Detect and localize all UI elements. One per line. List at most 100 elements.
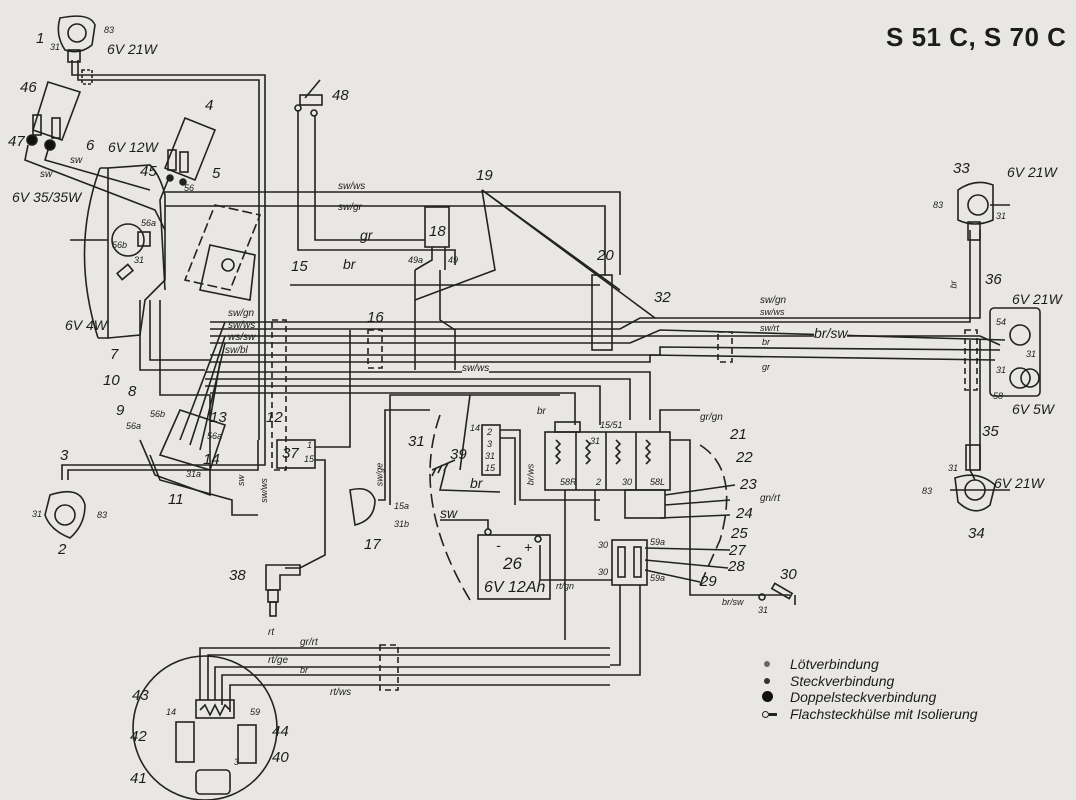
wire-label: sw bbox=[70, 155, 83, 166]
model-title: S 51 C, S 70 C bbox=[886, 22, 1067, 52]
label-43: 43 bbox=[132, 687, 149, 704]
label-32: 32 bbox=[654, 289, 671, 306]
terminal: 30 bbox=[598, 567, 609, 577]
flat-socket-icon bbox=[760, 708, 790, 720]
turn-lamp-33 bbox=[957, 181, 1010, 241]
tail-lamp-36 bbox=[989, 307, 1041, 397]
plug-dot-icon bbox=[760, 675, 790, 687]
terminal: 31a bbox=[186, 469, 202, 479]
label-26: 26 bbox=[503, 554, 522, 573]
label-42: 42 bbox=[130, 728, 147, 745]
terminal: 15 bbox=[304, 454, 315, 464]
wire-label: sw/gn bbox=[228, 308, 255, 319]
legend-item-double-plug: Doppelsteckverbindung bbox=[760, 689, 978, 706]
rating-brake: 6V 21W bbox=[1012, 291, 1062, 307]
label-44: 44 bbox=[272, 723, 289, 740]
terminal: 31 bbox=[996, 365, 1007, 375]
double-plug-icon bbox=[760, 691, 790, 703]
battery-plus: + bbox=[524, 539, 533, 555]
wire-label: sw/gn bbox=[760, 295, 787, 306]
terminal: 83 bbox=[97, 510, 108, 520]
terminal: 31b bbox=[394, 519, 410, 529]
wire-label: br bbox=[537, 406, 546, 417]
terminal: 1 bbox=[307, 440, 313, 450]
terminal: 83 bbox=[922, 486, 933, 496]
label-21: 21 bbox=[730, 426, 747, 443]
wire-label: sw/rt bbox=[760, 323, 779, 333]
label-22: 22 bbox=[736, 449, 753, 466]
terminal: 31 bbox=[32, 509, 43, 519]
terminal: 56b bbox=[112, 240, 128, 250]
terminal: 15 bbox=[485, 463, 496, 473]
label-13: 13 bbox=[210, 409, 227, 426]
terminal: 2 bbox=[487, 427, 493, 437]
terminal: 2 bbox=[596, 477, 602, 487]
rating-speedo: 6V 12W bbox=[108, 139, 158, 155]
rating-lamp-1: 6V 21W bbox=[107, 41, 157, 57]
terminal: 30 bbox=[622, 477, 633, 487]
terminal: 31 bbox=[50, 42, 61, 52]
terminal: 31 bbox=[996, 211, 1007, 221]
battery-minus: - bbox=[496, 537, 501, 553]
spark-plug-cap-38 bbox=[265, 564, 301, 617]
wire-label: rt/ge bbox=[268, 655, 289, 666]
label-18: 18 bbox=[429, 223, 446, 240]
rating-tail: 6V 5W bbox=[1012, 401, 1055, 417]
label-29: 29 bbox=[700, 573, 717, 590]
label-25: 25 bbox=[731, 525, 748, 542]
ground-31 bbox=[431, 394, 560, 493]
legend-label: Flachsteckhülse mit Isolierung bbox=[790, 705, 978, 722]
terminal: 56a bbox=[141, 218, 157, 228]
terminal: 31 bbox=[948, 463, 959, 473]
frame-outline bbox=[429, 414, 471, 601]
rating-battery: 6V 12Ah bbox=[484, 579, 546, 596]
fuse-holder bbox=[539, 539, 731, 676]
terminal: 15/51 bbox=[600, 420, 623, 430]
terminal: 59a bbox=[650, 573, 666, 583]
label-40: 40 bbox=[272, 749, 289, 766]
wire-label: sw bbox=[440, 505, 458, 521]
wire-label: br/sw bbox=[722, 597, 744, 607]
wire-label: gr/gn bbox=[700, 412, 723, 423]
label-30: 30 bbox=[780, 566, 797, 583]
turn-lamp-1 bbox=[57, 15, 96, 63]
wire-label: gr/rt bbox=[300, 637, 318, 648]
terminal: 56a bbox=[126, 421, 142, 431]
wire-label: br bbox=[343, 256, 356, 272]
magneto-40 bbox=[132, 644, 610, 800]
wire-label: sw bbox=[40, 169, 53, 180]
terminal: 59a bbox=[650, 537, 666, 547]
wire-label: sw/gr bbox=[338, 202, 362, 213]
terminal: 31 bbox=[1026, 349, 1037, 359]
terminal: 14 bbox=[166, 707, 177, 717]
label-9: 9 bbox=[116, 402, 125, 419]
battery-26 bbox=[440, 519, 551, 600]
solder-dot-icon bbox=[760, 658, 790, 670]
wire-label: br/ws bbox=[525, 463, 536, 486]
ignition-switch-outline bbox=[183, 204, 262, 291]
relay-23-24 bbox=[624, 489, 666, 519]
legend-item-flat-socket: Flachsteckhülse mit Isolierung bbox=[760, 706, 978, 723]
legend-label: Lötverbindung bbox=[790, 656, 879, 673]
label-2: 2 bbox=[58, 541, 67, 558]
wire-label: br bbox=[300, 665, 309, 675]
wire-label: br bbox=[948, 280, 959, 289]
label-48: 48 bbox=[332, 87, 349, 104]
label-5: 5 bbox=[212, 165, 221, 182]
legend-label: Steckverbindung bbox=[790, 672, 895, 689]
label-33: 33 bbox=[953, 160, 970, 177]
connector-20 bbox=[591, 274, 613, 351]
headlamp-6 bbox=[70, 164, 166, 339]
wire-label: rt bbox=[268, 627, 275, 638]
wire-label: sw/bl bbox=[225, 345, 248, 356]
terminal: 49a bbox=[408, 255, 424, 265]
legend-item-solder: Lötverbindung bbox=[760, 656, 978, 673]
legend: Lötverbindung Steckverbindung Doppelstec… bbox=[760, 656, 978, 722]
rating-lamp-34: 6V 21W bbox=[994, 475, 1044, 491]
terminal: 31 bbox=[758, 605, 769, 615]
wire-label: sw/ws bbox=[258, 478, 269, 503]
turn-lamp-34 bbox=[950, 444, 1010, 512]
label-28: 28 bbox=[728, 558, 745, 575]
wire-label: gr bbox=[360, 227, 373, 243]
label-6: 6 bbox=[86, 137, 95, 154]
